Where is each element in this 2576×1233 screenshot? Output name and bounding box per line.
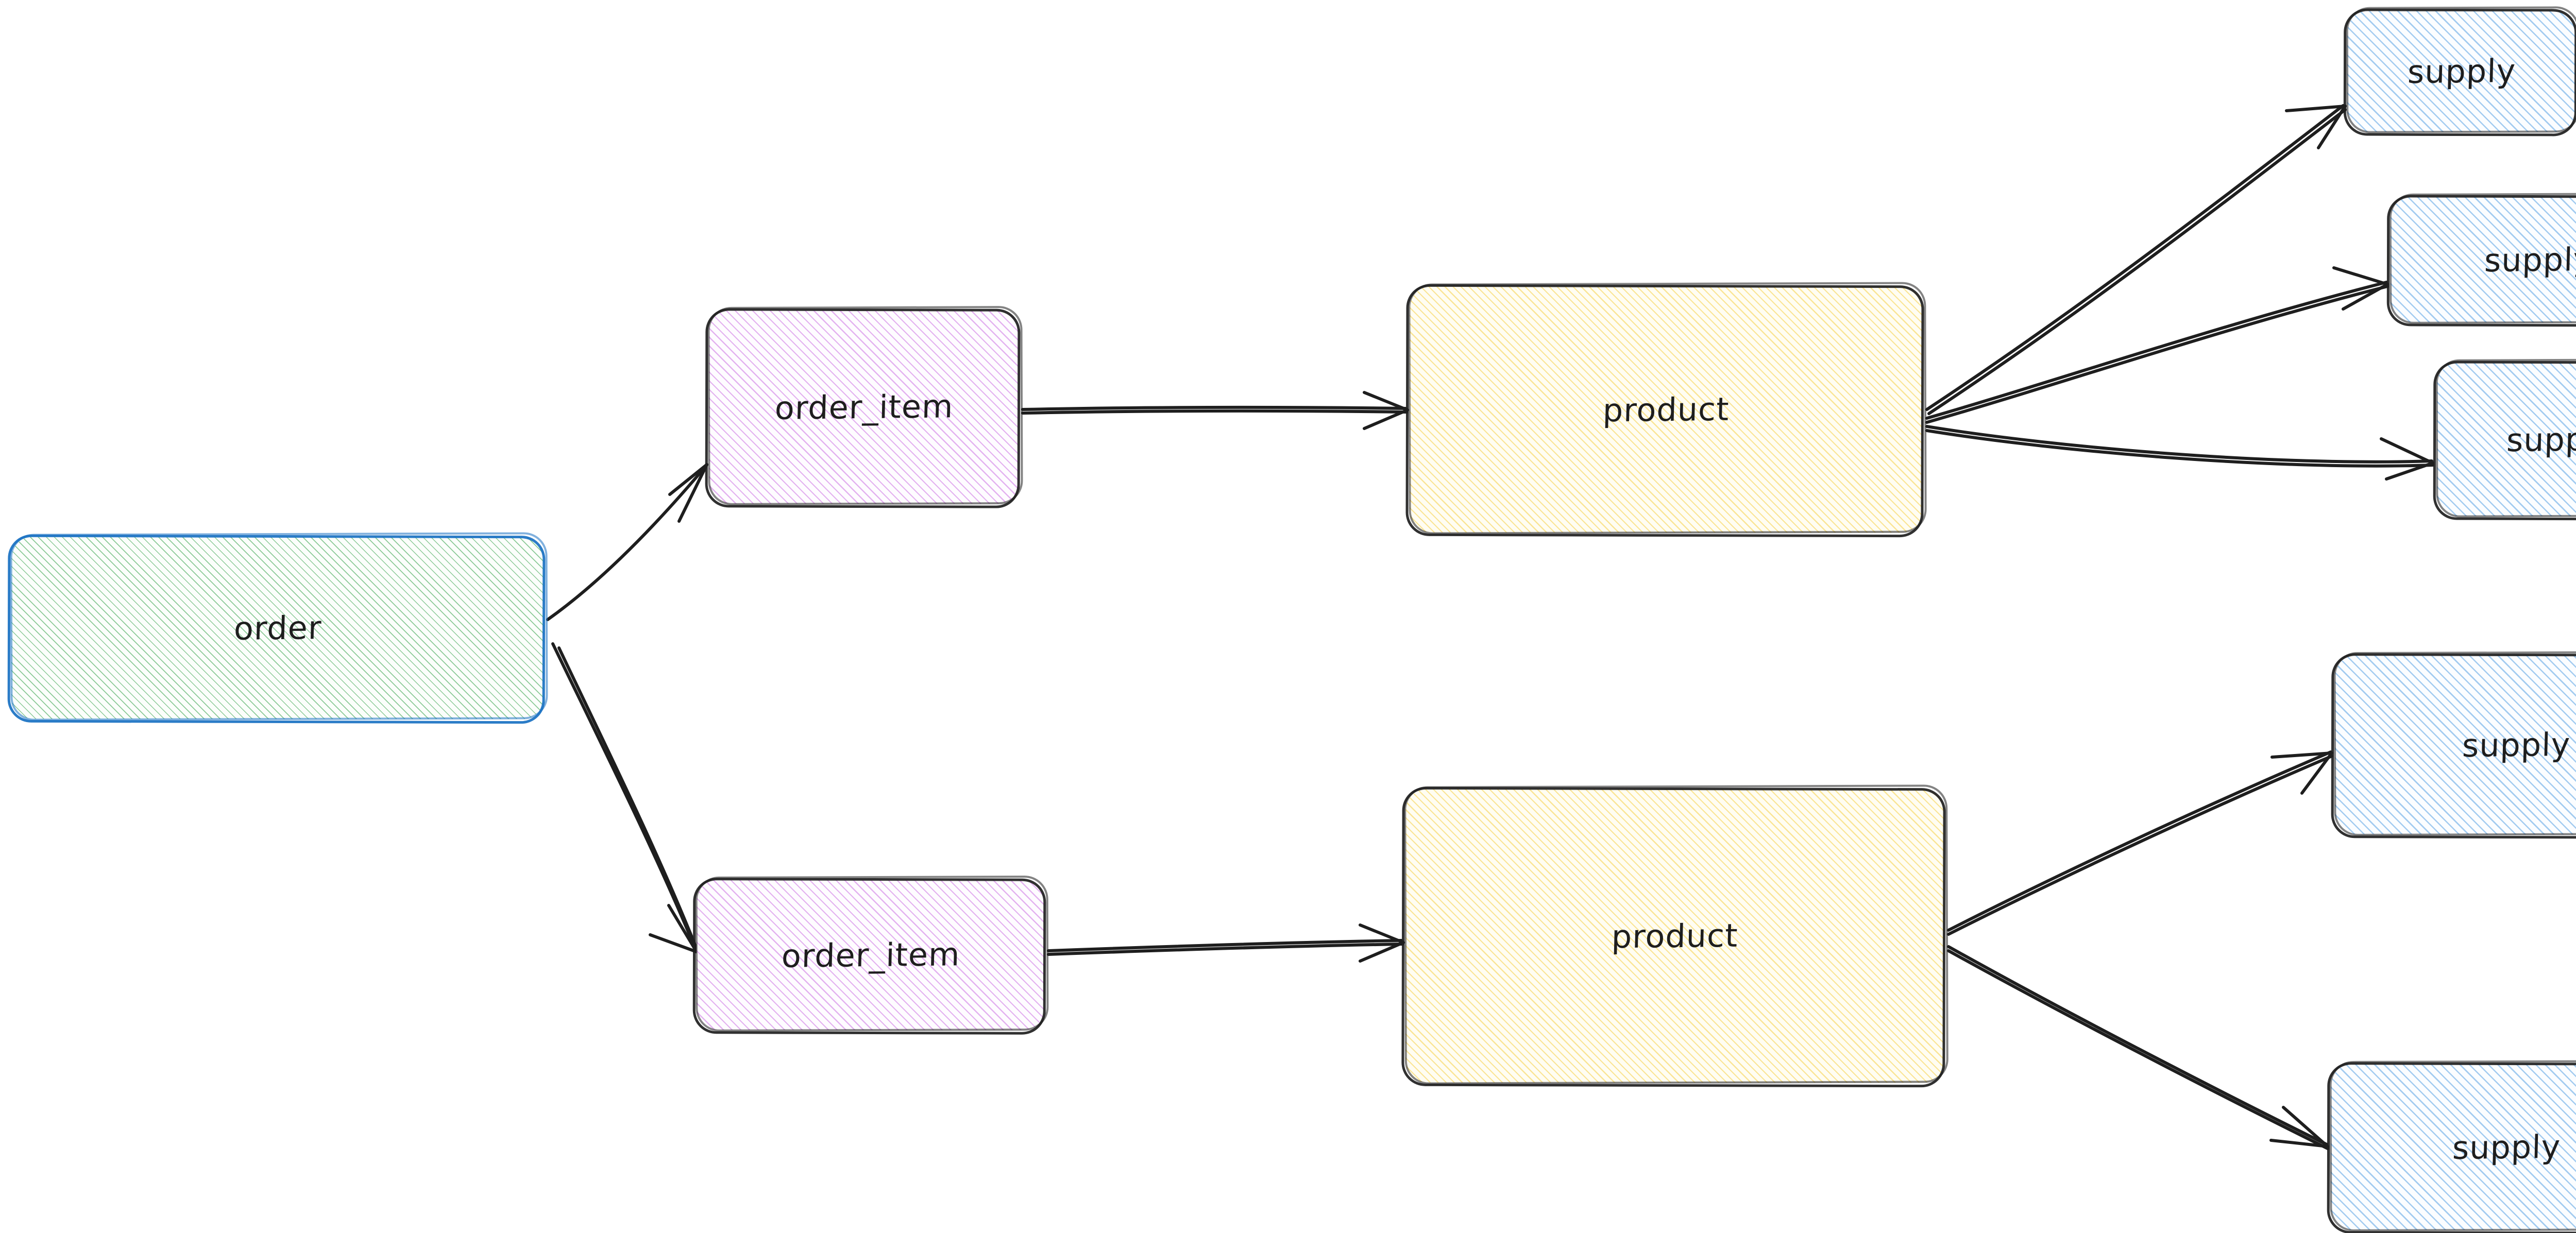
edge-product-bottom-to-supply-4: [1947, 750, 2333, 936]
node-supply-2-label: supply: [2483, 240, 2576, 279]
node-supply-5[interactable]: supply: [2329, 1062, 2576, 1232]
node-order-item-top-hatch-fill: [709, 310, 1019, 504]
node-supply-5-label: supply: [2451, 1127, 2562, 1167]
node-order-hatch-fill: [11, 537, 544, 719]
edge-product-bottom-to-supply-5: [1947, 945, 2329, 1150]
node-product-bottom-label: product: [1611, 916, 1739, 955]
node-product-bottom-hatch-fill: [1405, 789, 1944, 1083]
node-supply-3-label: supply: [2505, 420, 2576, 459]
node-product-bottom[interactable]: product: [1403, 787, 1946, 1085]
edge-product-top-to-supply-1: [1925, 104, 2347, 415]
node-order-item-top[interactable]: order_item: [707, 308, 1021, 506]
edge-product-top-to-supply-2: [1925, 266, 2389, 424]
node-order[interactable]: order: [9, 535, 546, 721]
node-order-item-top-label: order_item: [774, 387, 954, 427]
node-order-label: order: [233, 608, 323, 647]
node-supply-1-label: supply: [2406, 52, 2517, 91]
node-order-item-bottom[interactable]: order_item: [694, 878, 1047, 1032]
node-product-top-label: product: [1602, 390, 1730, 429]
node-supply-5-hatch-fill: [2331, 1064, 2576, 1230]
edge-order-item-bottom-to-product-bottom: [1047, 923, 1405, 963]
node-supply-2-hatch-fill: [2391, 197, 2576, 322]
node-supply-4[interactable]: supply: [2333, 653, 2576, 836]
node-supply-3-hatch-fill: [2437, 363, 2576, 516]
edge-order-item-top-to-product-top: [1021, 391, 1409, 430]
node-order-item-bottom-hatch-fill: [697, 880, 1045, 1030]
node-order-item-bottom-label: order_item: [781, 935, 961, 975]
node-supply-4-label: supply: [2461, 725, 2571, 764]
node-product-top[interactable]: product: [1408, 284, 1925, 535]
edge-order-to-order-item-top: [546, 463, 708, 621]
edge-order-to-order-item-bottom: [551, 642, 698, 953]
node-supply-1-hatch-fill: [2347, 10, 2576, 132]
node-supply-1[interactable]: supply: [2345, 8, 2576, 134]
node-supply-4-hatch-fill: [2335, 655, 2576, 834]
node-product-top-hatch-fill: [1410, 286, 1923, 533]
node-supply-3[interactable]: supply: [2435, 361, 2576, 518]
edge-product-top-to-supply-3: [1925, 425, 2434, 481]
node-supply-2[interactable]: supply: [2388, 195, 2576, 324]
